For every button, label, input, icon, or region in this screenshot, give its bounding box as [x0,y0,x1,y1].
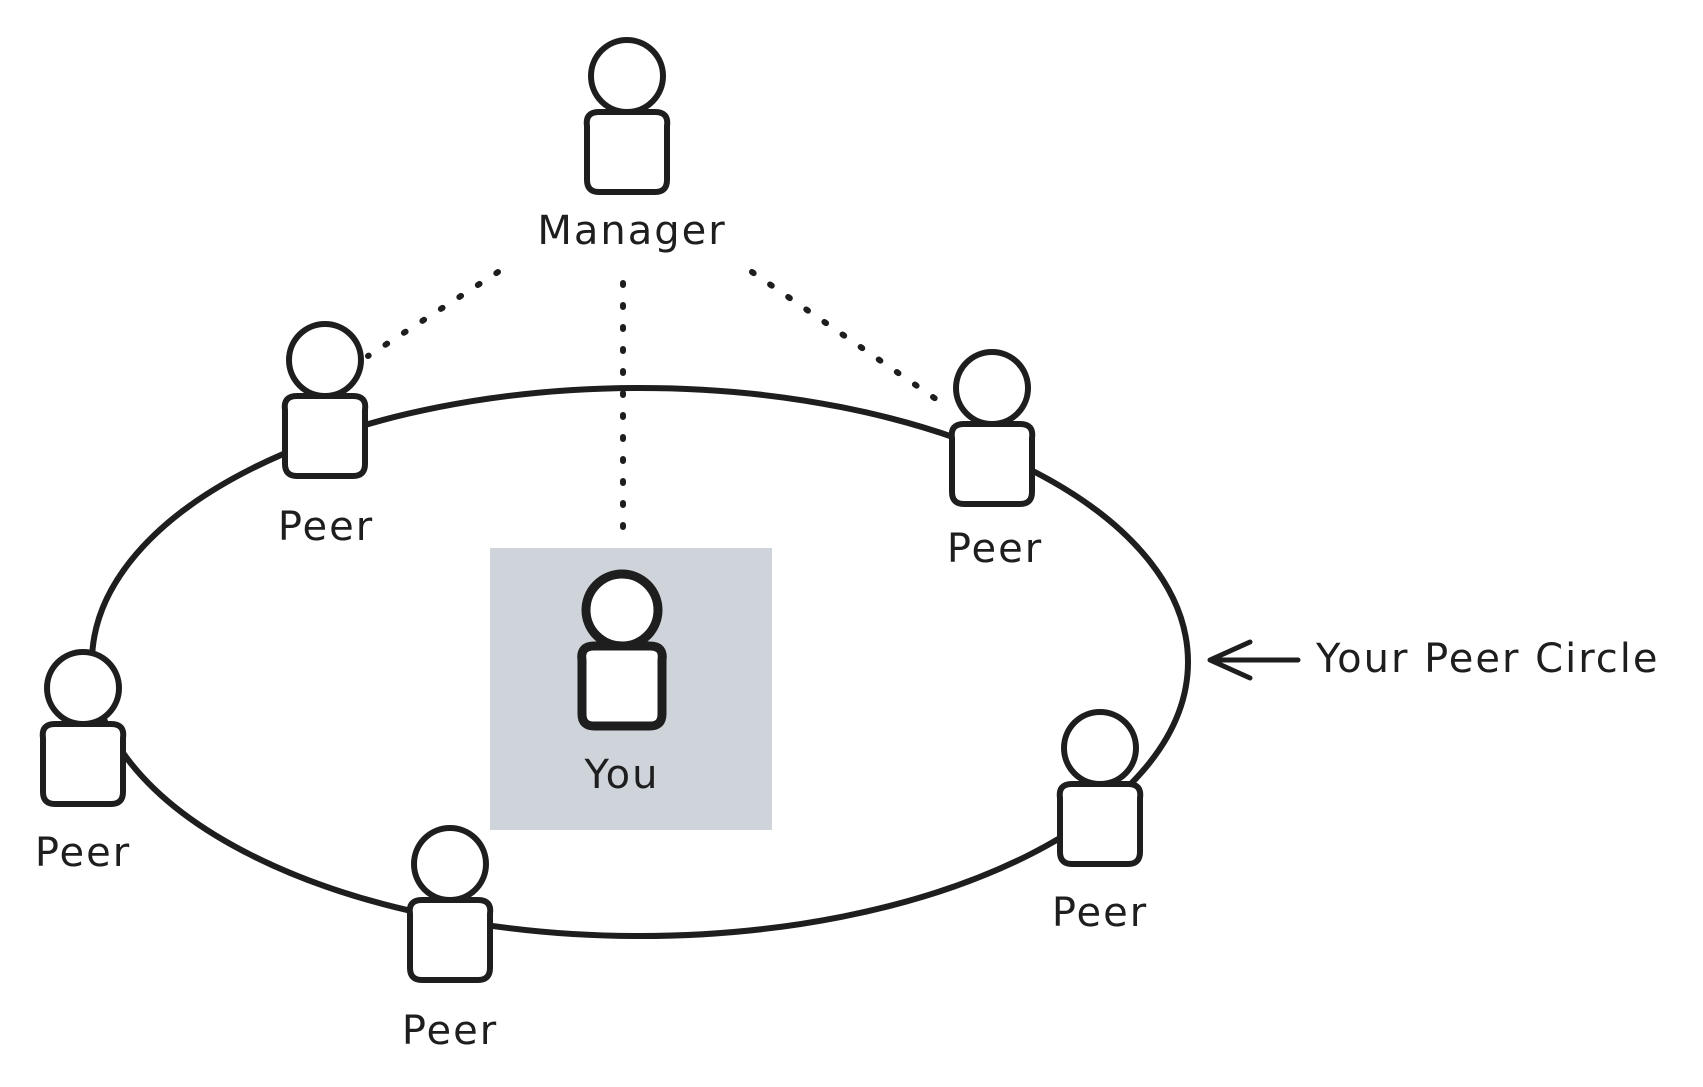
callout-arrow [1207,639,1301,681]
peer-label: Peer [947,526,1043,572]
peer-node-top-left: Peer [278,324,374,550]
you-node: You [582,574,663,798]
peer-person-icon [43,652,124,804]
peer-label: Peer [278,504,374,550]
peer-person-icon [1060,712,1141,864]
you-label: You [584,752,660,798]
peer-node-top-right: Peer [947,352,1043,572]
peer-circle-callout: Your Peer Circle [1207,636,1660,682]
peer-person-icon [285,324,366,476]
peer-person-icon [410,828,491,980]
you-person-icon [582,574,663,726]
peer-node-left: Peer [35,652,131,876]
peer-label: Peer [35,830,131,876]
callout-label: Your Peer Circle [1315,636,1660,682]
peer-person-icon [952,352,1033,504]
manager-label: Manager [537,208,726,254]
manager-link-peer-top-right [749,269,949,409]
manager-link-peer-top-left [365,269,501,359]
peer-label: Peer [1052,890,1148,936]
manager-node: Manager [537,40,726,254]
manager-person-icon [587,40,668,192]
peer-node-right: Peer [1052,712,1148,936]
peer-node-bottom: Peer [402,828,498,1054]
peer-label: Peer [402,1008,498,1054]
